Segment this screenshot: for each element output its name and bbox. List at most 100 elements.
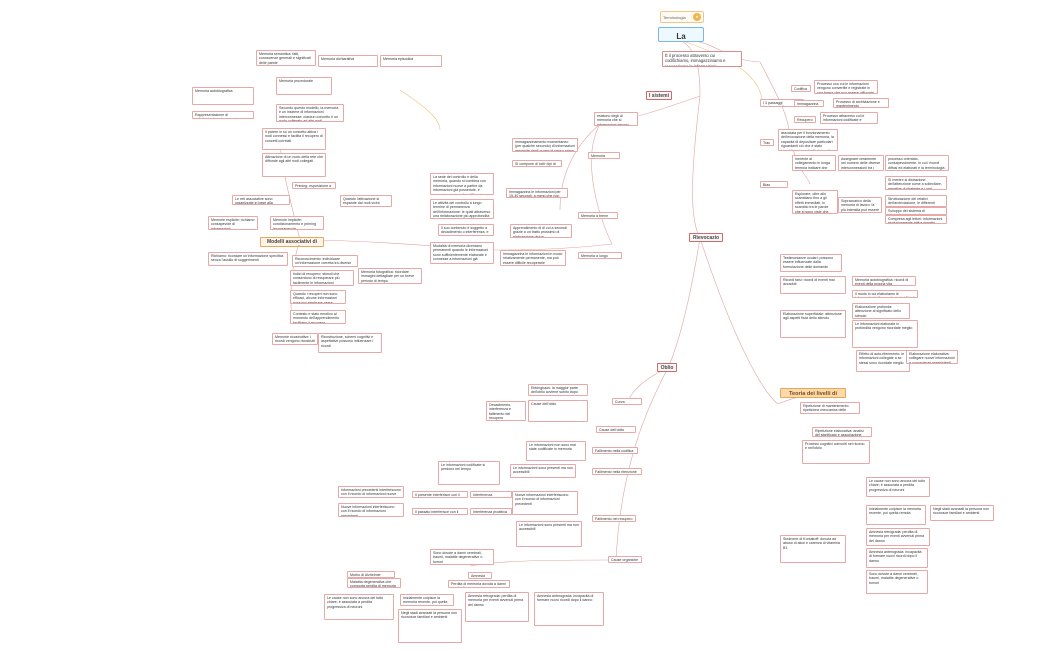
node-teo-2[interactable]: Elaborazione profonda: attenzione al sig…: [852, 303, 910, 319]
node-rie-5[interactable]: Quando i recuperi non sono efficaci, alc…: [290, 290, 346, 304]
hub-sistemi[interactable]: I sistemi: [646, 91, 672, 100]
node-sem-4[interactable]: Memoria autobiografica: [192, 87, 254, 105]
node-interf-2[interactable]: Interferenza proattiva: [470, 508, 512, 515]
node-amn-antero-d[interactable]: Amnesia anterograda: incapacità di forma…: [534, 592, 604, 626]
node-asso-4[interactable]: Priming: esposizione a uno stimolo che f…: [292, 182, 336, 189]
node-rie-7[interactable]: Memorie ricostruttive: i ricordi vengono…: [272, 333, 318, 345]
node-oblio-5d[interactable]: Le informazioni sono presenti ma non acc…: [510, 464, 576, 478]
node-tracce-d[interactable]: associata per il funzionamento dell'evoc…: [778, 129, 838, 151]
node-rie-10[interactable]: Ricordi falsi: ricordi di eventi mai acc…: [780, 276, 846, 294]
node-teo-6[interactable]: Ripetizione di mantenimento: ripetizione…: [800, 402, 860, 414]
node-alz-d1[interactable]: Le cause non sono ancora del tutto chiar…: [324, 594, 394, 620]
node-recupero[interactable]: Recupero: [794, 116, 816, 123]
node-m-breve-4[interactable]: Il suo contenuto è soggetto a decadiment…: [438, 224, 494, 236]
node-alz-d3[interactable]: Negli stadi avanzati la persona non rico…: [398, 609, 462, 643]
node-alz-1[interactable]: Le cause non sono ancora del tutto chiar…: [866, 477, 930, 497]
node-bias-8[interactable]: Sviluppo del sistema di memorizzazione i…: [885, 207, 947, 215]
node-sem-3[interactable]: Memoria procedurale: [276, 77, 332, 95]
node-amnesia[interactable]: Amnesia: [468, 572, 492, 579]
node-teo-1[interactable]: Elaborazione superficiale: attenzione ag…: [780, 310, 846, 338]
node-oblio-extra[interactable]: Nuove informazioni interferiscono con il…: [338, 503, 404, 517]
node-asso-7[interactable]: Memorie esplicite: richiamo consapevole …: [208, 216, 258, 230]
node-cause-org-d[interactable]: Sono dovute a danni cerebrali, traumi, m…: [866, 570, 928, 594]
node-immag-d[interactable]: Processo di archiviazione e mantenimento…: [833, 98, 889, 108]
node-bias-3[interactable]: processo orientato, consapevolmente, in …: [885, 155, 949, 171]
node-oblio-cause[interactable]: Cause dell'oblio: [596, 426, 636, 433]
hub-teoria[interactable]: Teoria dei livelli di elaborazione: [780, 388, 846, 398]
node-teo-8[interactable]: Processi cognitivi coinvolti nel ricordo…: [802, 440, 870, 464]
node-oblio-3[interactable]: Fallimento nella codifica: [592, 447, 638, 454]
node-interf-2d[interactable]: Informazioni precedenti interferiscono c…: [338, 486, 404, 498]
node-rie-11[interactable]: Memoria autobiografica: ricordi di event…: [852, 276, 916, 286]
node-amn-retro[interactable]: Amnesia retrograda: perdita di memoria p…: [866, 528, 930, 546]
node-asso-8[interactable]: Memorie implicite: condizionamento e pri…: [270, 216, 324, 230]
node-bias-2[interactable]: Assegnare veramente nel numero delle div…: [838, 155, 884, 171]
node-asso-5[interactable]: Le reti associative sono organizzate in …: [232, 195, 290, 205]
node-oblio-4d[interactable]: Le informazioni codificate si perdono ne…: [438, 461, 500, 485]
node-rie-6[interactable]: Contesto e stato emotivo al momento dell…: [290, 310, 346, 324]
node-interf-1d[interactable]: Nuove informazioni interferiscono con il…: [512, 491, 578, 515]
node-rie-3[interactable]: Memoria fotografica: ricordare immagini …: [358, 268, 422, 284]
node-cause-org[interactable]: Cause organiche: [608, 556, 642, 563]
node-alz-2[interactable]: Inizialmente colpisce la memoria recente…: [866, 505, 926, 525]
node-cause-org-desc[interactable]: Sono dovute a danni cerebrali, traumi, m…: [430, 549, 494, 565]
node-bias-6[interactable]: Sì mentre si distrazione dell'attenzione…: [885, 176, 947, 190]
node-oblio-2d[interactable]: Decadimento, interferenza e fallimento d…: [486, 401, 526, 421]
node-oblio-5e[interactable]: Le informazioni sono presenti ma non acc…: [516, 521, 582, 547]
node-rie-2[interactable]: Riconoscimento: individuare un'informazi…: [292, 255, 358, 267]
node-interf-3[interactable]: Il presente interferisce con il passato: [412, 491, 468, 498]
node-oblio-4[interactable]: Fallimento nella ritenzione: [592, 468, 642, 475]
node-asso-2[interactable]: Il parere in su un concetto attiva i nod…: [262, 128, 326, 150]
node-alz-3[interactable]: Negli stadi avanzati la persona non rico…: [930, 505, 994, 521]
node-teo-5[interactable]: Elaborazione elaborativa: collegare nuov…: [906, 350, 958, 364]
node-m-lungo-2[interactable]: Immagazzina le informazioni in modo rela…: [500, 250, 566, 266]
node-bias-5[interactable]: Sopraccarico della memoria di lavoro: la…: [838, 197, 882, 213]
node-bias-1[interactable]: Inerente al collegamento in lunga termin…: [792, 155, 836, 171]
node-bias-4[interactable]: Esplorare, oltre allo scambiano fino a g…: [792, 190, 838, 214]
hub-rievocazione[interactable]: Rievocazione: [689, 233, 723, 242]
node-alz-d2[interactable]: Inizialmente colpisce la memoria recente…: [400, 594, 454, 606]
node-interf-4[interactable]: Il passato interferisce con il presente: [412, 508, 468, 515]
node-bias[interactable]: Bias fotografica: [760, 181, 788, 188]
node-sem-desc[interactable]: Memoria semantica: fatti, conoscenze gen…: [256, 50, 316, 66]
node-sem-2[interactable]: Memoria episodica: [380, 55, 442, 67]
node-amn-antero[interactable]: Amnesia anterograda: incapacità di forma…: [866, 548, 928, 568]
node-m-breve-5[interactable]: Apprendimento di di cui a secondi grazie…: [510, 224, 572, 238]
node-rie-9[interactable]: Testimonianze oculari: possono essere in…: [780, 254, 842, 272]
node-teo-4[interactable]: Effetto di auto-riferimento: le informaz…: [856, 350, 910, 372]
node-rie-12[interactable]: Il modo in cui elaboriamo le informazion…: [852, 290, 918, 298]
node-oblio-5[interactable]: Fallimento nel recupero: [592, 515, 636, 522]
central-topic[interactable]: La memoria: [658, 27, 704, 42]
node-bias-7[interactable]: Strutturazione dei relativi dell'archivi…: [885, 195, 947, 207]
node-tracce[interactable]: Tracce: [760, 139, 774, 146]
node-immag[interactable]: Immagazzinamento: [794, 100, 824, 107]
node-recupero-d[interactable]: Processo attraverso cui le informazioni …: [820, 112, 878, 124]
node-teo-7[interactable]: Ripetizione elaborativa: analisi del sig…: [812, 427, 872, 437]
node-def[interactable]: È il processo attraverso cui codifichiam…: [662, 51, 742, 67]
node-demenza[interactable]: Morbo di Alzheimer: [347, 571, 395, 578]
node-asso-1[interactable]: Secondo questo modello, la memoria è un …: [276, 104, 344, 122]
node-amn-retro-d[interactable]: Amnesia retrograda: perdita di memoria p…: [465, 592, 529, 622]
node-m-sens-2[interactable]: Si compone di tutti i tipi di memoria se…: [512, 160, 562, 167]
node-m-lungo-1[interactable]: Modalità di memoria diventano permanenti…: [430, 242, 494, 264]
node-asso-6[interactable]: Quando l'attivazione si espande dai nodi…: [340, 195, 392, 207]
hub-modelli[interactable]: Modelli associativi di memoria: [260, 237, 324, 247]
node-m-breve-3[interactable]: Le attività del controllo a lungo termin…: [430, 199, 494, 219]
node-oblio-1d[interactable]: Ebbinghaus: la maggior parte dell'oblio …: [528, 384, 588, 396]
node-rie-8[interactable]: Ricostruzione, schemi cognitivi e aspett…: [318, 333, 382, 353]
node-oblio-2[interactable]: Cause dell'oblio: [528, 400, 588, 422]
node-asso-3[interactable]: Attivazione di un nodo della rete che di…: [262, 153, 326, 177]
node-m-sens-1[interactable]: Immagazzinamento momentaneo (per qualche…: [512, 138, 578, 152]
node-sem-1[interactable]: Memoria dichiarativa: [318, 55, 378, 67]
node-demenza-d[interactable]: Malattia degenerativa che comporta perdi…: [347, 578, 401, 588]
node-teo-3[interactable]: Le informazioni elaborate in profondità …: [852, 320, 918, 348]
node-codifica[interactable]: Codifica: [791, 85, 811, 92]
node-m-lungo[interactable]: Memoria a lungo termine: [578, 252, 622, 259]
node-m-sens[interactable]: Memoria sensoriale: [588, 152, 620, 159]
node-bias-9[interactable]: Compresa agli lettori: informazioni escl…: [885, 215, 947, 224]
node-alz-4[interactable]: Sindrome di Korsakoff: dovuta ad abuso d…: [780, 535, 846, 563]
node-interf-1[interactable]: Interferenza retroattiva: [470, 491, 512, 498]
node-m-breve-2[interactable]: Immagazzina le informazioni per 15-30 se…: [506, 188, 568, 198]
node-oblio-1[interactable]: Curva dell'oblio: [612, 398, 642, 405]
node-m-breve[interactable]: Memoria a breve termine: [578, 212, 618, 219]
